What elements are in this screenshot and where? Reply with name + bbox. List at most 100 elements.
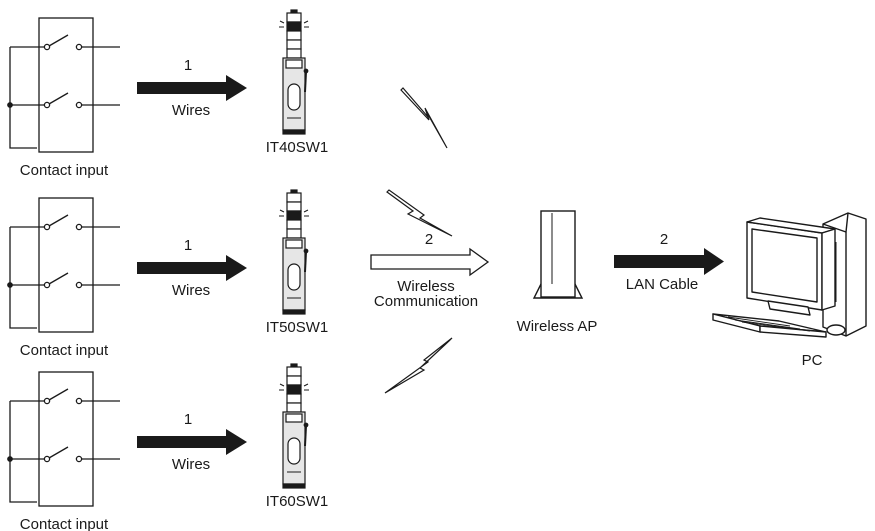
switch-lever [48,34,69,47]
contact-box [38,197,94,333]
signal-tower-icon [279,189,309,315]
wireless-label-line1: Wireless [397,278,455,295]
antenna [304,251,307,273]
light-ray [279,209,285,213]
lan-cable-label: LAN Cable [625,276,699,293]
device-row [7,189,309,333]
light-ray [279,383,285,387]
junction-dot [7,282,13,288]
lamp [286,48,302,59]
light-ray [303,20,309,24]
wire-step-number: 1 [183,57,193,74]
contact-input-circuit [7,197,120,333]
device-label-plate [285,413,303,423]
device-model-label: IT50SW1 [265,319,329,336]
switch-contact [75,223,83,231]
lan-arrow [614,248,724,275]
antenna-tip [303,68,309,74]
switch-contact [75,101,83,109]
lamp [286,402,302,413]
antenna [304,71,307,93]
wire-arrow-shaft [137,262,228,274]
switch-contact [75,397,83,405]
device-model-label: IT40SW1 [265,139,329,156]
wire-arrow-head [226,429,247,455]
contact-input-circuit [7,17,120,153]
wireless-step-number: 2 [424,231,434,248]
contact-input-circuit [7,371,120,507]
switch-contact [75,455,83,463]
switch-contact [43,281,51,289]
lightning-bolt-icon [384,337,453,394]
switch-contact [43,397,51,405]
device-foot [282,129,306,135]
device-label-plate [285,59,303,69]
device-label-plate [285,239,303,249]
device-window [287,263,301,291]
switch-contact [43,455,51,463]
wire-step-number: 1 [183,411,193,428]
lamp [286,30,302,41]
light-ray [303,383,309,387]
input-wire [9,47,37,149]
wire-step-number: 1 [183,237,193,254]
contact-box [38,17,94,153]
wires-label: Wires [171,282,211,299]
contact-input-label: Contact input [19,162,109,179]
wires-label: Wires [171,102,211,119]
device-window [287,437,301,465]
access-point-label: Wireless AP [516,318,598,335]
wireless-arrow [370,247,490,277]
contact-input-label: Contact input [19,342,109,359]
device-foot [282,483,306,489]
signal-tower-icon [279,9,309,135]
wireless-ap-icon [532,210,584,299]
lamp-lit [286,384,302,395]
light-ray [303,209,309,213]
switch-contact [43,223,51,231]
wire-arrow [137,75,247,101]
wire-arrow-shaft [137,82,228,94]
switch-lever [48,446,69,459]
antenna-tip [303,422,309,428]
lan-step-number: 2 [659,231,669,248]
lightning-bolt-icon [400,87,448,149]
lamp [286,39,302,50]
rows-layer [7,9,309,507]
lamp [286,375,302,386]
device-model-label: IT60SW1 [265,493,329,510]
wires-label: Wires [171,456,211,473]
switch-lever [48,272,69,285]
device-foot [282,309,306,315]
junction-dot [7,456,13,462]
switch-lever [48,92,69,105]
device-window [287,83,301,111]
input-wire [9,227,37,329]
wire-arrow [137,429,247,455]
antenna-tip [303,248,309,254]
lamp [286,192,302,203]
switch-contact [75,281,83,289]
wire-arrow-head [226,75,247,101]
lamp [286,219,302,230]
switch-lever [48,214,69,227]
antenna [304,425,307,447]
lamp [286,393,302,404]
contact-input-label: Contact input [19,516,109,531]
switch-contact [43,43,51,51]
wire-arrow-shaft [137,436,228,448]
lamp [286,228,302,239]
pc-icon [712,212,867,338]
lamp-lit [286,21,302,32]
switch-contact [43,101,51,109]
lamp [286,201,302,212]
switch-lever [48,388,69,401]
junction-dot [7,102,13,108]
wireless-label-line2: Communication [373,293,479,310]
light-ray [279,20,285,24]
lamp [286,366,302,377]
pc-label: PC [801,352,823,369]
contact-box [38,371,94,507]
